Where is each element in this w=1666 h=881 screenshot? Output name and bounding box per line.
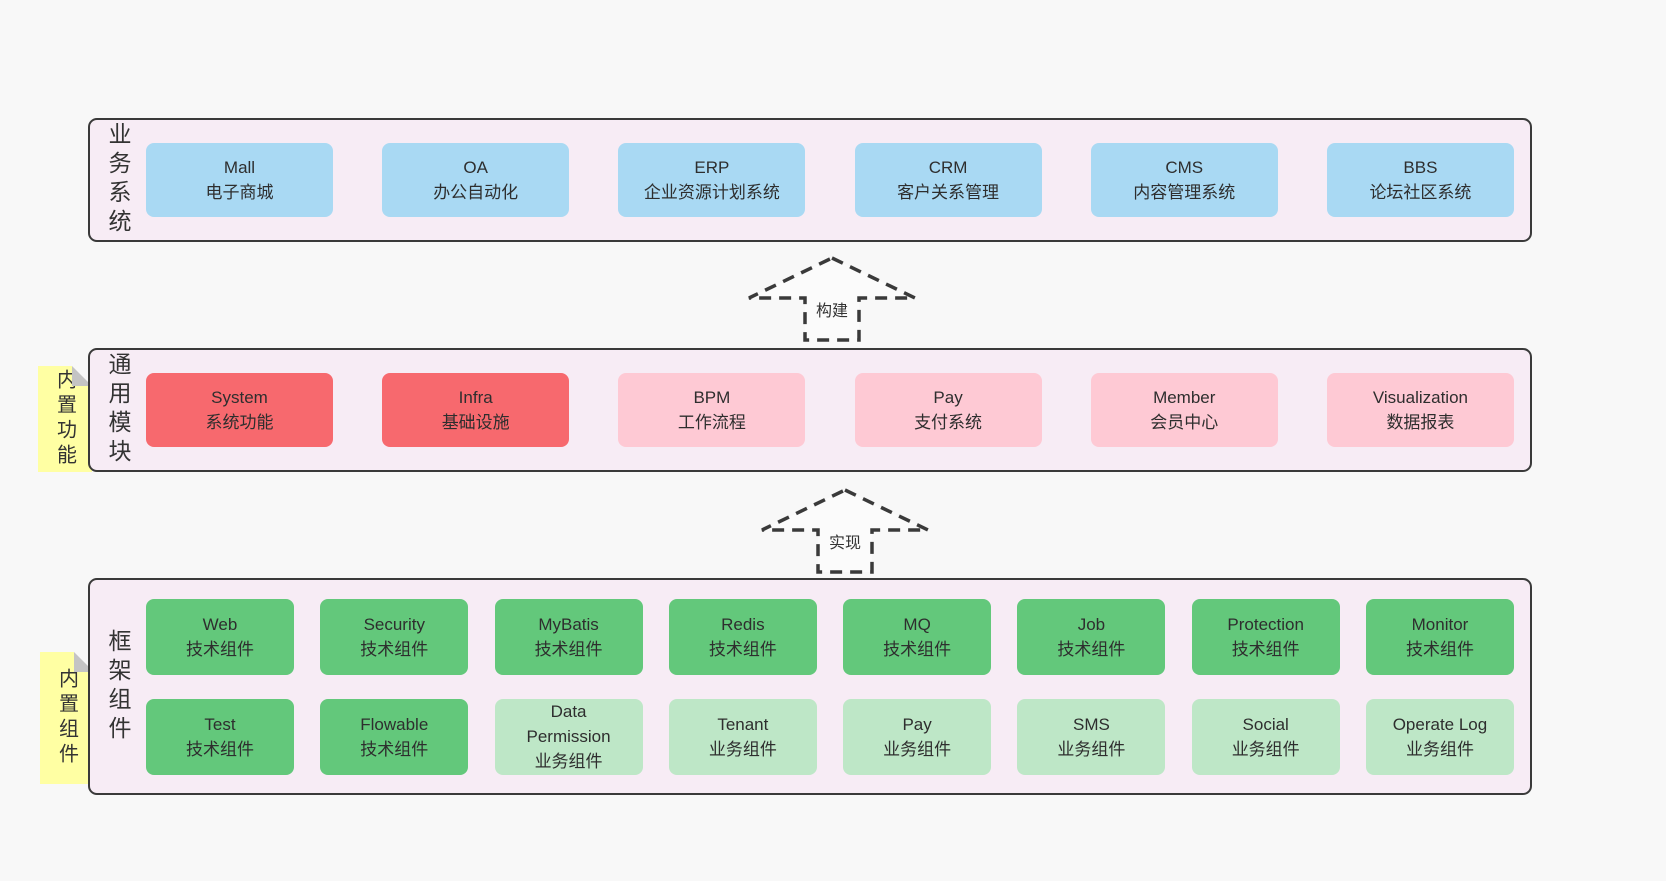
band-business-systems: 业务系统 Mall 电子商城 OA 办公自动化 ERP 企业资源计划系统 CRM… <box>88 118 1532 242</box>
box-name: BBS <box>1403 158 1438 177</box>
box-social: Social 业务组件 <box>1191 698 1340 775</box>
box-name: MyBatis <box>538 614 599 634</box>
box-mq: MQ 技术组件 <box>843 598 992 675</box>
box-operate-log: Operate Log 业务组件 <box>1365 698 1514 775</box>
box-name: SMS <box>1072 714 1110 734</box>
box-flowable: Flowable 技术组件 <box>320 698 469 775</box>
box-desc: 业务组件 <box>534 752 603 771</box>
box-name: Job <box>1077 614 1106 634</box>
band-label-common-modules: 通用模块 <box>105 352 131 468</box>
box-protection: Protection 技术组件 <box>1191 598 1340 675</box>
box-tenant: Tenant 业务组件 <box>668 698 817 775</box>
box-desc: 技术组件 <box>1405 639 1474 659</box>
box-system: System 系统功能 <box>146 373 333 447</box>
box-name: Member <box>1153 388 1216 407</box>
box-name: Social <box>1242 714 1289 734</box>
box-desc: 会员中心 <box>1150 413 1219 432</box>
box-desc: 业务组件 <box>708 739 777 759</box>
box-name: Web <box>202 614 238 634</box>
box-pay-component: Pay 业务组件 <box>843 698 992 775</box>
box-desc: 技术组件 <box>360 739 429 759</box>
box-desc: 业务组件 <box>1057 739 1126 759</box>
build-arrow-label: 构建 <box>811 296 853 322</box>
box-name: CRM <box>928 158 968 177</box>
box-redis: Redis 技术组件 <box>668 598 817 675</box>
box-desc: 技术组件 <box>708 639 777 659</box>
box-bpm: BPM 工作流程 <box>618 373 806 447</box>
box-name: ERP <box>694 158 730 177</box>
box-oa: OA 办公自动化 <box>382 143 570 217</box>
box-member: Member 会员中心 <box>1090 373 1278 447</box>
box-desc: 工作流程 <box>677 413 746 432</box>
box-desc: 电子商城 <box>205 183 274 202</box>
box-name: Protection <box>1227 614 1304 634</box>
box-visualization: Visualization 数据报表 <box>1326 373 1514 447</box>
box-bbs: BBS 论坛社区系统 <box>1326 143 1514 217</box>
box-name: Test <box>204 714 236 734</box>
box-name: Flowable <box>360 714 429 734</box>
box-desc: 系统功能 <box>205 413 274 432</box>
band-common-modules: 通用模块 System 系统功能 Infra 基础设施 BPM 工作流程 Pay… <box>88 348 1532 472</box>
box-desc: 企业资源计划系统 <box>643 183 780 202</box>
build-arrow: 构建 <box>747 256 917 342</box>
box-name: Tenant <box>717 714 769 734</box>
box-desc: 业务组件 <box>1231 739 1300 759</box>
band-label-framework-components: 框架组件 <box>105 628 131 745</box>
box-job: Job 技术组件 <box>1017 598 1166 675</box>
implement-arrow-label: 实现 <box>824 528 866 554</box>
box-mybatis: MyBatis 技术组件 <box>494 598 643 675</box>
box-name: Monitor <box>1411 614 1469 634</box>
sticky-note-builtin-features: 内置功能 <box>38 366 92 472</box>
module-boxes-row: System 系统功能 Infra 基础设施 BPM 工作流程 Pay 支付系统… <box>146 373 1514 447</box>
box-name: Security <box>363 614 425 634</box>
box-desc: 业务组件 <box>883 739 952 759</box>
box-name: Data Permission <box>526 702 611 746</box>
box-desc: 技术组件 <box>883 639 952 659</box>
box-desc: 内容管理系统 <box>1133 183 1236 202</box>
box-crm: CRM 客户关系管理 <box>854 143 1042 217</box>
box-name: Infra <box>458 388 493 407</box>
box-name: Visualization <box>1372 388 1468 407</box>
box-name: Operate Log <box>1392 714 1488 734</box>
box-name: CMS <box>1165 158 1204 177</box>
box-desc: 业务组件 <box>1405 739 1474 759</box>
box-desc: 技术组件 <box>1057 639 1126 659</box>
band-label-business-systems: 业务系统 <box>105 122 131 238</box>
box-name: MQ <box>903 614 931 634</box>
box-name: BPM <box>693 388 731 407</box>
box-erp: ERP 企业资源计划系统 <box>618 143 806 217</box>
box-infra: Infra 基础设施 <box>382 373 570 447</box>
box-name: Redis <box>721 614 765 634</box>
framework-boxes-grid: Web 技术组件 Security 技术组件 MyBatis 技术组件 Redi… <box>146 598 1514 775</box>
box-name: Pay <box>902 714 932 734</box>
box-data-permission: Data Permission 业务组件 <box>494 698 643 775</box>
box-desc: 办公自动化 <box>433 183 519 202</box>
box-mall: Mall 电子商城 <box>146 143 333 217</box>
box-desc: 论坛社区系统 <box>1369 183 1472 202</box>
box-desc: 技术组件 <box>534 639 603 659</box>
box-web: Web 技术组件 <box>146 598 294 675</box>
box-desc: 技术组件 <box>186 639 254 659</box>
box-desc: 支付系统 <box>914 413 983 432</box>
sticky-note-builtin-components: 内置组件 <box>40 652 94 784</box>
box-desc: 数据报表 <box>1386 413 1455 432</box>
box-security: Security 技术组件 <box>320 598 469 675</box>
implement-arrow: 实现 <box>760 488 930 574</box>
box-desc: 技术组件 <box>360 639 429 659</box>
box-desc: 技术组件 <box>186 739 254 759</box>
box-cms: CMS 内容管理系统 <box>1090 143 1278 217</box>
box-name: Pay <box>933 388 963 407</box>
box-pay: Pay 支付系统 <box>854 373 1042 447</box>
band-framework-components: 框架组件 Web 技术组件 Security 技术组件 MyBatis 技术组件… <box>88 578 1532 795</box>
box-desc: 客户关系管理 <box>897 183 1000 202</box>
box-test: Test 技术组件 <box>146 698 294 775</box>
box-name: Mall <box>223 158 256 177</box>
box-desc: 基础设施 <box>441 413 510 432</box>
box-monitor: Monitor 技术组件 <box>1365 598 1514 675</box>
box-sms: SMS 业务组件 <box>1017 698 1166 775</box>
box-desc: 技术组件 <box>1231 639 1300 659</box>
box-name: System <box>211 388 268 407</box>
box-name: OA <box>463 158 488 177</box>
business-boxes-row: Mall 电子商城 OA 办公自动化 ERP 企业资源计划系统 CRM 客户关系… <box>146 143 1514 217</box>
